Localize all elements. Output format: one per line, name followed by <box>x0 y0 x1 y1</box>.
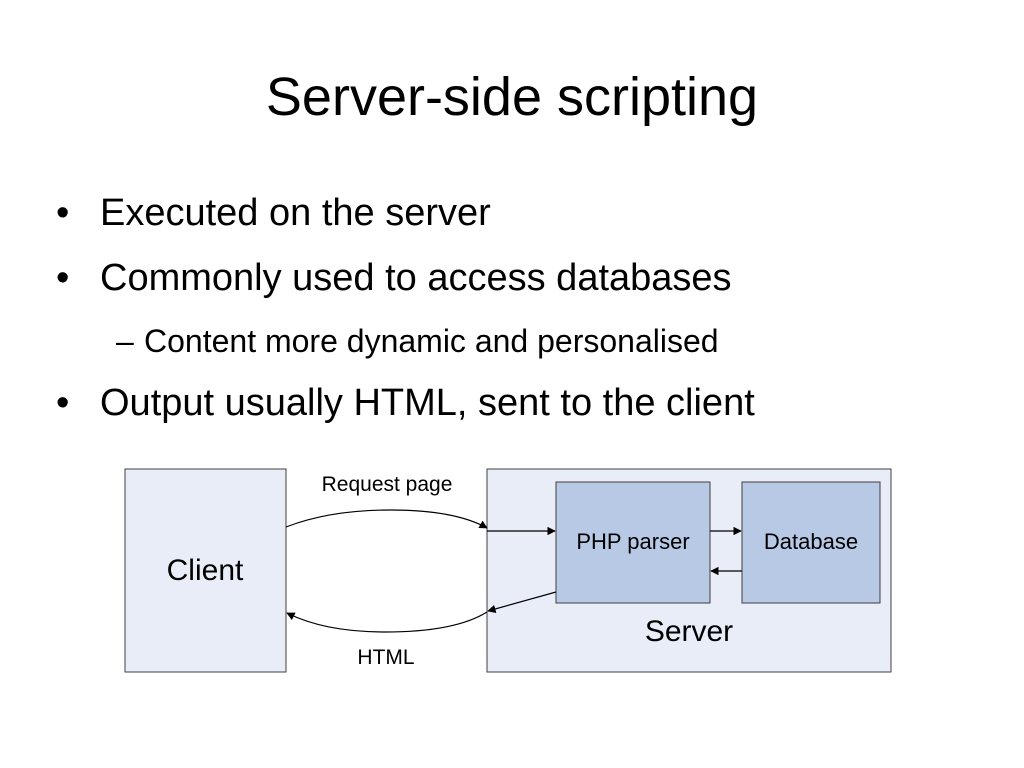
database-label: Database <box>764 529 858 554</box>
request-label: Request page <box>322 473 453 496</box>
client-label: Client <box>167 554 244 587</box>
bullet-marker: • <box>56 257 70 299</box>
slide-title: Server-side scripting <box>265 67 759 127</box>
php-parser-label: PHP parser <box>576 529 689 554</box>
bullet-marker: • <box>56 382 70 424</box>
php-response-arrow <box>487 591 557 614</box>
sub-bullet-item: –Content more dynamic and personalised <box>116 320 719 362</box>
bullet-item: • Commonly used to access databases <box>56 253 732 303</box>
html-response-arrow <box>286 611 488 633</box>
php-parser-box <box>555 481 711 604</box>
bullet-marker: • <box>56 192 70 234</box>
sub-bullet-marker: – <box>116 323 134 359</box>
client-panel <box>124 468 287 673</box>
request-arrow <box>285 509 488 529</box>
response-label: HTML <box>357 646 414 669</box>
bullet-item: • Executed on the server <box>56 188 491 238</box>
sub-bullet-text: Content more dynamic and personalised <box>144 323 719 359</box>
database-box <box>741 481 881 604</box>
bullet-text: Commonly used to access databases <box>100 257 732 299</box>
bullet-text: Output usually HTML, sent to the client <box>100 382 755 424</box>
server-label: Server <box>645 615 733 648</box>
bullet-item: • Output usually HTML, sent to the client <box>56 378 755 428</box>
bullet-text: Executed on the server <box>100 192 491 234</box>
